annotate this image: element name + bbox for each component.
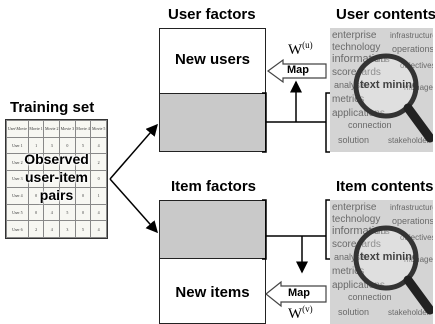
cloud-word: technology — [332, 214, 380, 225]
cloud-word: information — [332, 53, 386, 65]
arrow-to-user-factors — [109, 123, 158, 180]
w-user-label: W(u) — [288, 40, 313, 59]
cloud-word: objectives — [400, 233, 433, 242]
cloud-word: infrastructure — [390, 31, 433, 40]
table-cell: 0 — [27, 203, 45, 222]
user-factors-heading: User factors — [168, 6, 256, 23]
cloud-word: stakeholder — [388, 308, 430, 317]
magnifier-lens — [353, 53, 419, 119]
cloud-word: connection — [348, 292, 392, 302]
table-cell: Movie 3 — [59, 120, 76, 138]
w-user-sup: (u) — [302, 40, 313, 50]
magnifier-lens — [353, 225, 419, 291]
cloud-word: applications — [332, 280, 385, 291]
cloud-word: manage — [404, 255, 433, 264]
table-cell: 3 — [59, 220, 76, 238]
cloud-word: manage — [404, 83, 433, 92]
cloud-word: enterprise — [332, 30, 377, 41]
user-contents-heading: User contents — [336, 6, 435, 23]
arrow-to-item-factors — [109, 178, 158, 234]
cloud-word: metrics — [332, 266, 364, 277]
cloud-word: stakeholder — [388, 136, 430, 145]
item-factor-observed-block — [159, 200, 266, 259]
item-map-label: Map — [288, 287, 310, 299]
item-contents-image: enterprisetechnologyinformationscorecard… — [330, 200, 433, 324]
table-cell: 4 — [90, 220, 107, 238]
cloud-word: text mining — [360, 251, 419, 263]
user-map-label: Map — [287, 64, 309, 76]
magnifier-handle — [403, 275, 433, 315]
cloud-word: cards — [370, 227, 390, 236]
cloud-word: analysis — [334, 252, 367, 262]
cloud-word: text mining — [360, 79, 419, 91]
cloud-word: technology — [332, 42, 380, 53]
cloud-word: applications — [332, 108, 385, 119]
magnifier-handle — [403, 103, 433, 143]
table-cell: Movie 2 — [43, 120, 61, 138]
cloud-word: solution — [338, 135, 369, 145]
table-cell: 0 — [74, 203, 92, 222]
cloud-word: analysis — [334, 80, 367, 90]
cloud-word: infrastructure — [390, 203, 433, 212]
cloud-word: operations — [392, 216, 433, 226]
new-items-label: New items — [175, 284, 250, 301]
table-cell: User 5 — [6, 203, 29, 222]
cloud-word: objectives — [400, 61, 433, 70]
cloud-word: solution — [338, 307, 369, 317]
training-set-heading: Training set — [10, 99, 95, 116]
w-item-sup: (v) — [302, 304, 313, 314]
w-user-base: W — [288, 42, 303, 58]
table-cell: Movie 5 — [90, 120, 107, 138]
observed-pairs-label: Observed user-item pairs — [5, 150, 108, 204]
observed-pairs-line-2: user-item — [24, 169, 89, 185]
table-cell: 4 — [90, 203, 107, 222]
new-users-label: New users — [174, 51, 251, 68]
cloud-word: connection — [348, 120, 392, 130]
table-cell: User\Movie — [6, 120, 29, 138]
user-contents-image: enterprisetechnologyinformationscorecard… — [330, 28, 433, 152]
cloud-word: enterprise — [332, 202, 377, 213]
table-cell: User 6 — [6, 220, 29, 238]
table-cell: 4 — [43, 203, 61, 222]
table-cell: 4 — [43, 220, 61, 238]
table-cell: Movie 4 — [74, 120, 92, 138]
table-cell: 5 — [74, 220, 92, 238]
table-cell: Movie 1 — [27, 120, 45, 138]
item-factors-heading: Item factors — [171, 178, 257, 195]
cloud-word: cards — [370, 55, 390, 64]
cloud-word: metrics — [332, 94, 364, 105]
w-item-base: W — [288, 306, 303, 322]
table-cell: 2 — [27, 220, 45, 238]
cloud-word: information — [332, 225, 386, 237]
user-factor-observed-block — [159, 93, 266, 152]
observed-pairs-line-1: Observed — [24, 151, 89, 167]
item-contents-heading: Item contents — [336, 178, 434, 195]
cloud-word: operations — [392, 44, 433, 54]
table-cell: 5 — [59, 203, 76, 222]
w-item-label: W(v) — [288, 304, 313, 323]
observed-pairs-line-3: pairs — [39, 187, 74, 203]
